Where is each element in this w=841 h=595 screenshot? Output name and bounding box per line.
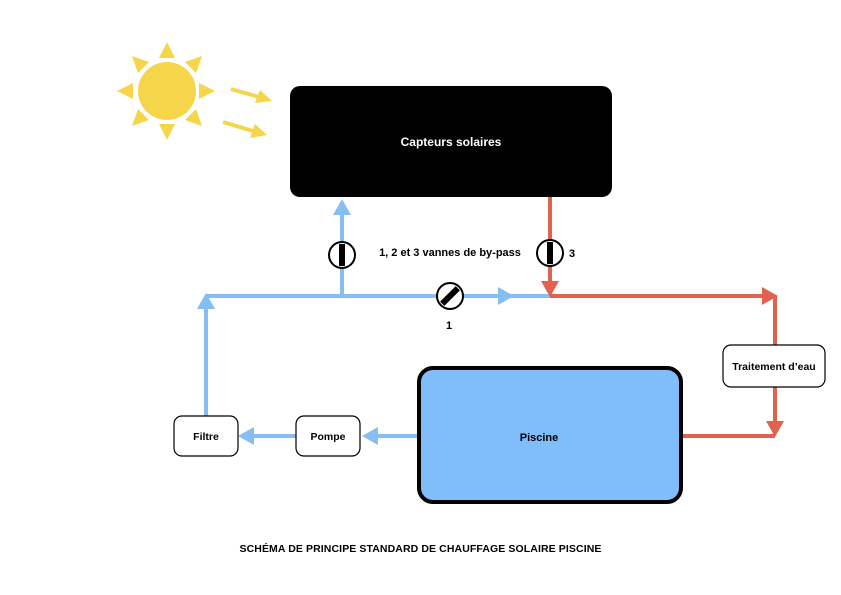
bypass-note: 1, 2 et 3 vannes de by-pass: [379, 247, 521, 259]
sun-icon: [117, 42, 215, 140]
pool-label: Piscine: [520, 432, 559, 444]
sun-ray-arrows: [222, 87, 272, 138]
valve-3-label: 3: [569, 248, 575, 260]
filter-box: Filtre: [173, 415, 239, 457]
cold-water-arrowheads: [197, 199, 514, 445]
water-treatment-label: Traitement d’eau: [732, 361, 815, 373]
filter-label: Filtre: [193, 431, 219, 443]
valve-icon: [536, 239, 564, 267]
diagram-caption: SCHÉMA DE PRINCIPE STANDARD DE CHAUFFAGE…: [239, 543, 602, 555]
valve-icon: [328, 241, 356, 269]
pump-label: Pompe: [310, 431, 345, 443]
solar-collectors: Capteurs solaires: [290, 86, 612, 197]
solar-collectors-label: Capteurs solaires: [401, 135, 502, 149]
valve-icon: [436, 282, 464, 310]
pool: Piscine: [417, 366, 683, 504]
pump-box: Pompe: [295, 415, 361, 457]
water-treatment-box: Traitement d’eau: [722, 344, 826, 388]
valve-1-label: 1: [446, 320, 452, 332]
